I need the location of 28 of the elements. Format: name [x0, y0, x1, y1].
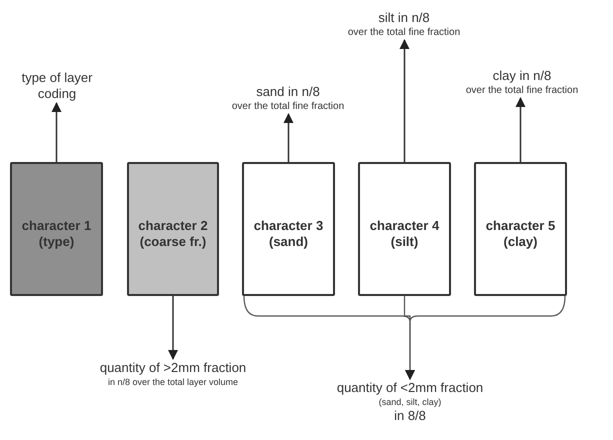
annotation-note: over the total fine fraction — [232, 100, 344, 113]
box-label: character 3 (sand) — [252, 217, 324, 250]
box-label: character 4 (silt) — [368, 217, 440, 250]
annotation-note: (sand, silt, clay) — [378, 396, 442, 408]
bracket-arrow — [405, 296, 566, 380]
annotation-title: quantity of <2mm fraction — [336, 380, 484, 396]
box-label: character 1 (type) — [20, 217, 92, 250]
arrow — [168, 296, 178, 360]
annotation-text: type of layer coding — [2, 70, 112, 102]
annotation-note: in n/8 over the total layer volume — [106, 376, 240, 388]
annotation-note: in 8/8 — [393, 408, 427, 424]
annotation-title: quantity of >2mm fraction — [100, 360, 246, 376]
arrow — [516, 97, 526, 162]
character-box — [242, 162, 335, 296]
box-label: character 5 (clay) — [484, 217, 556, 250]
annotation-title: sand in n/8 — [255, 84, 321, 100]
arrow — [400, 39, 410, 162]
annotation-note: over the total fine fraction — [466, 84, 578, 97]
character-box — [10, 162, 103, 296]
annotation-note: over the total fine fraction — [348, 26, 460, 39]
box-label: character 2 (coarse fr.) — [137, 217, 209, 250]
character-box — [358, 162, 451, 296]
annotation-title: silt in n/8 — [377, 10, 431, 26]
arrow — [284, 113, 294, 162]
character-box — [127, 162, 219, 296]
annotation-title: clay in n/8 — [492, 68, 552, 84]
arrow — [52, 102, 62, 162]
character-box — [474, 162, 567, 296]
